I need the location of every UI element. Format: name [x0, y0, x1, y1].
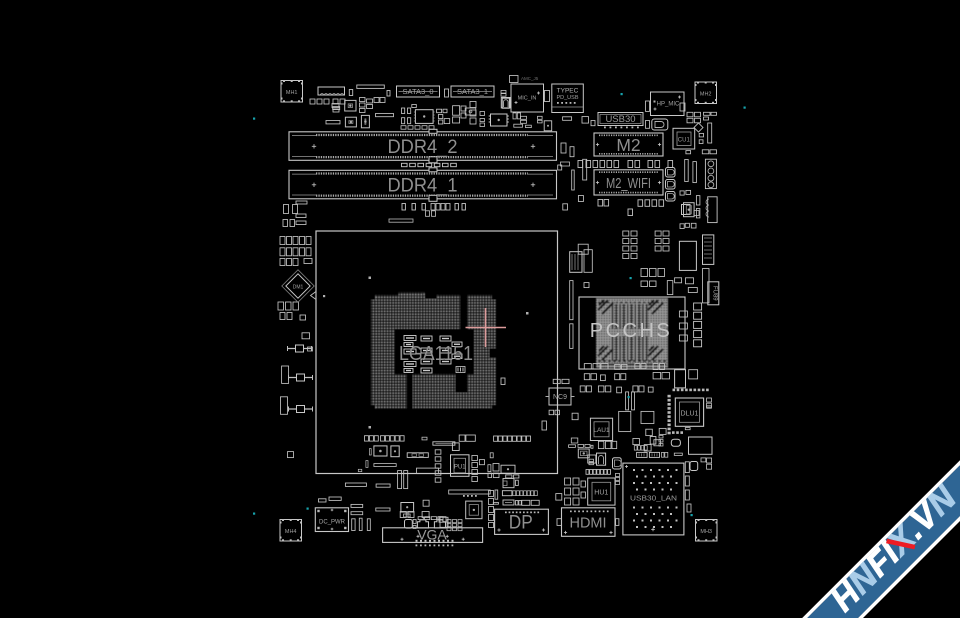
svg-text:USB30: USB30 [605, 114, 635, 125]
svg-text:M2: M2 [616, 135, 640, 155]
svg-text:HP_MIC: HP_MIC [657, 102, 680, 108]
svg-text:LAU1: LAU1 [593, 427, 610, 434]
svg-text:DM1: DM1 [293, 285, 304, 291]
svg-text:NC9: NC9 [553, 394, 567, 401]
svg-text:LGA1151: LGA1151 [399, 343, 473, 365]
svg-text:TYPEC: TYPEC [557, 88, 579, 95]
svg-text:VGA: VGA [417, 527, 447, 543]
svg-text:MH4: MH4 [285, 529, 297, 535]
svg-text:PCCHS: PCCHS [590, 320, 673, 342]
svg-text:DLU1: DLU1 [681, 411, 699, 418]
svg-text:M2_WIFI: M2_WIFI [606, 175, 651, 192]
svg-text:DDR4_1: DDR4_1 [388, 174, 458, 196]
svg-text:PD_USB: PD_USB [556, 95, 578, 101]
svg-text:DP: DP [509, 512, 533, 534]
svg-text:DDR4_2: DDR4_2 [388, 136, 458, 158]
svg-text:MH1: MH1 [286, 90, 298, 96]
svg-text:CU1: CU1 [678, 138, 691, 144]
svg-text:AMC_J5: AMC_J5 [521, 76, 539, 81]
svg-text:HDMI: HDMI [570, 515, 607, 532]
svg-text:SATA3_0: SATA3_0 [403, 87, 434, 96]
svg-text:SATA3_1: SATA3_1 [457, 87, 488, 96]
svg-text:USB30_LAN: USB30_LAN [630, 494, 677, 503]
svg-text:HU1: HU1 [594, 490, 608, 497]
svg-text:MIC_IN: MIC_IN [518, 95, 537, 101]
svg-text:PU1: PU1 [454, 465, 466, 471]
svg-text:DC_PWR: DC_PWR [319, 520, 346, 526]
svg-text:FU89: FU89 [712, 286, 718, 301]
svg-text:MH3: MH3 [700, 529, 712, 535]
svg-text:MH2: MH2 [700, 91, 712, 97]
